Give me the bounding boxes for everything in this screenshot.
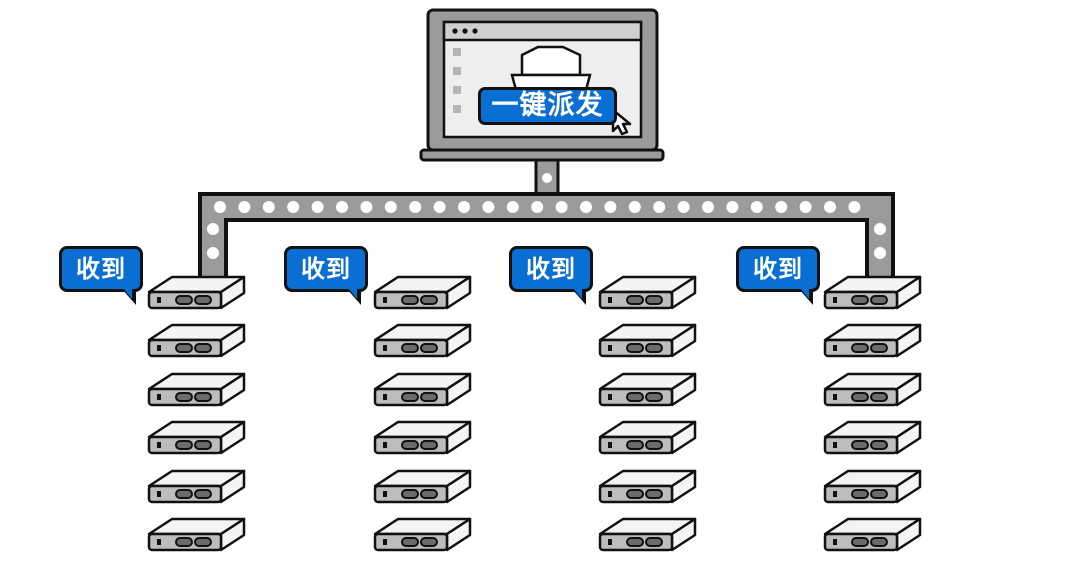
document-tray-icon bbox=[510, 45, 592, 92]
received-bubble-4: 收到 bbox=[736, 246, 820, 305]
bus-light-icon bbox=[604, 201, 617, 213]
bus-light-icon bbox=[531, 201, 544, 213]
server-icon bbox=[147, 420, 246, 455]
bus-light-icon bbox=[207, 223, 219, 235]
server-icon bbox=[373, 275, 472, 310]
window-dot-icon bbox=[462, 28, 468, 34]
window-dot-icon bbox=[472, 28, 478, 34]
sidebar-square-icon bbox=[453, 48, 461, 56]
server-icon bbox=[823, 469, 922, 504]
bus-light-icon bbox=[677, 201, 690, 213]
server-icon bbox=[598, 372, 697, 407]
server-icon bbox=[598, 275, 697, 310]
server-icon bbox=[598, 517, 697, 552]
bus-light-icon bbox=[750, 201, 763, 213]
received-label: 收到 bbox=[76, 255, 126, 283]
bus-light-icon bbox=[262, 201, 275, 213]
server-icon bbox=[147, 469, 246, 504]
bus-light-icon bbox=[409, 201, 422, 213]
server-icon bbox=[823, 517, 922, 552]
bus-light-icon bbox=[848, 201, 861, 213]
bubble-tail-fill bbox=[348, 288, 357, 299]
bubble-tail-fill bbox=[123, 288, 132, 299]
bubble-tail-fill bbox=[800, 288, 809, 299]
server-stack-3 bbox=[598, 275, 697, 552]
server-icon bbox=[147, 372, 246, 407]
server-icon bbox=[147, 517, 246, 552]
server-stack-1 bbox=[147, 275, 246, 552]
server-icon bbox=[373, 517, 472, 552]
window-titlebar bbox=[442, 20, 643, 42]
received-bubble-1: 收到 bbox=[59, 246, 143, 305]
window-dot-icon bbox=[452, 28, 458, 34]
bus-light-icon bbox=[775, 201, 788, 213]
server-icon bbox=[373, 372, 472, 407]
bus-light-icon bbox=[214, 201, 226, 213]
received-label: 收到 bbox=[526, 255, 576, 283]
received-label: 收到 bbox=[301, 255, 351, 283]
bus-light-icon bbox=[726, 201, 739, 213]
stand-dot-icon bbox=[542, 173, 552, 183]
server-icon bbox=[147, 323, 246, 358]
bus-light-icon bbox=[384, 201, 397, 213]
server-stack-2 bbox=[373, 275, 472, 552]
server-icon bbox=[823, 372, 922, 407]
bus-light-icon bbox=[311, 201, 324, 213]
sidebar-square-icon bbox=[453, 67, 461, 75]
bus-light-icon bbox=[555, 201, 568, 213]
bus-light-icon bbox=[433, 201, 446, 213]
server-icon bbox=[373, 420, 472, 455]
server-icon bbox=[823, 323, 922, 358]
server-icon bbox=[147, 275, 246, 310]
bus-light-icon bbox=[824, 201, 836, 213]
distribution-bus bbox=[198, 192, 895, 286]
sidebar-square-icon bbox=[453, 86, 461, 94]
bus-light-icon bbox=[287, 201, 300, 213]
bus-light-icon bbox=[653, 201, 666, 213]
bus-light-icon bbox=[238, 201, 251, 213]
server-icon bbox=[598, 469, 697, 504]
bus-lights bbox=[207, 201, 886, 259]
received-bubble-3: 收到 bbox=[509, 246, 593, 305]
bus-light-icon bbox=[874, 223, 886, 235]
dispatch-button[interactable]: 一键派发 bbox=[478, 87, 617, 125]
server-icon bbox=[823, 275, 922, 310]
server-icon bbox=[823, 420, 922, 455]
server-icon bbox=[598, 323, 697, 358]
bus-light-icon bbox=[360, 201, 373, 213]
received-label: 收到 bbox=[753, 255, 803, 283]
server-icon bbox=[373, 323, 472, 358]
bus-light-icon bbox=[874, 247, 886, 259]
bus-light-icon bbox=[336, 201, 348, 213]
bubble-tail-fill bbox=[573, 288, 582, 299]
bus-light-icon bbox=[580, 201, 592, 213]
bus-light-icon bbox=[506, 201, 519, 213]
bus-light-icon bbox=[628, 201, 641, 213]
bus-light-icon bbox=[458, 201, 470, 213]
server-icon bbox=[373, 469, 472, 504]
cursor-icon bbox=[611, 108, 632, 136]
received-bubble-2: 收到 bbox=[284, 246, 368, 305]
bus-light-icon bbox=[482, 201, 495, 213]
server-icon bbox=[598, 420, 697, 455]
server-stacks bbox=[147, 275, 922, 552]
bus-light-icon bbox=[799, 201, 812, 213]
bus-light-icon bbox=[702, 201, 714, 213]
server-stack-4 bbox=[823, 275, 922, 552]
sidebar-square-icon bbox=[453, 105, 461, 113]
bus-light-icon bbox=[207, 247, 219, 259]
